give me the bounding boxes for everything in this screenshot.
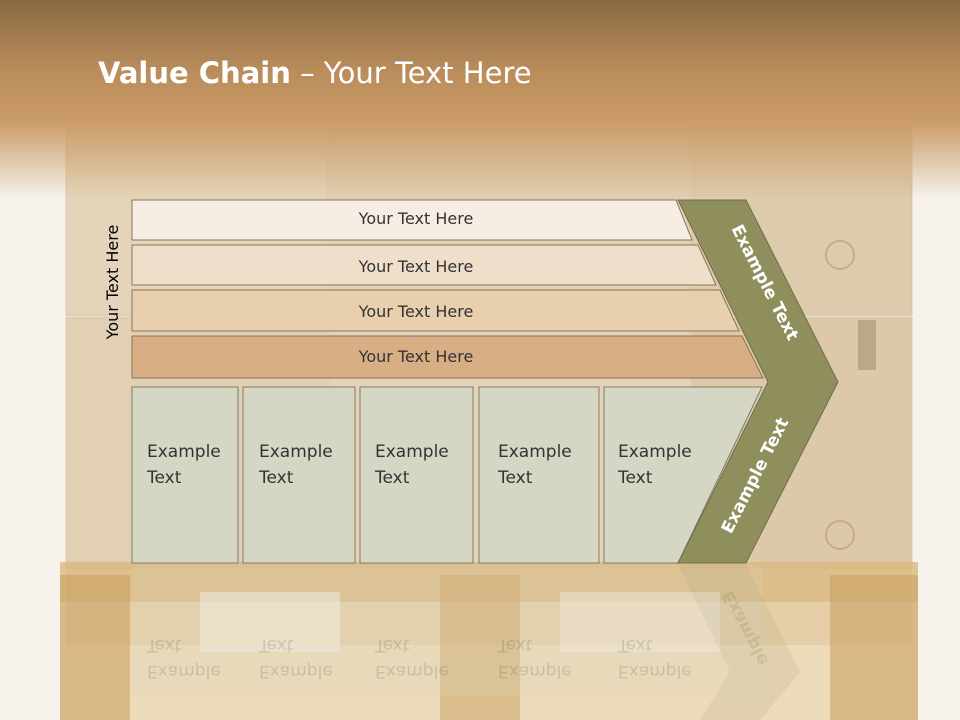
cell-1-line2: Text (147, 468, 182, 488)
cell-reflection-3-line2: Text (375, 635, 410, 655)
side-label: Your Text Here (103, 224, 122, 340)
row-shape-3 (131, 289, 740, 332)
cell-reflection-5-line2: Text (618, 635, 653, 655)
cell-reflection-4-line2: Text (498, 635, 533, 655)
cell-3-line2: Text (375, 468, 410, 488)
chevron-reflection (678, 565, 800, 720)
cell-reflection-2-line1: Example (259, 661, 333, 681)
cell-1-line1: Example (147, 442, 221, 462)
cell-reflection-1-line2: Text (147, 635, 182, 655)
cell-reflection-4-line1: Example (498, 661, 572, 681)
cell-reflection-2: Example Text (259, 632, 333, 684)
cell-4-line1: Example (498, 442, 572, 462)
cells-reflection (132, 565, 762, 695)
row-text-2: Your Text Here (358, 257, 474, 276)
row-shape-2 (131, 244, 717, 286)
slide-title: Value Chain – Your Text Here (98, 56, 532, 90)
cell-5-line1: Example (618, 442, 692, 462)
cell-reflection-5: Example Text (618, 632, 692, 684)
cell-shape-1 (131, 386, 239, 564)
cell-2-line2: Text (259, 468, 294, 488)
title-rest: – Your Text Here (290, 56, 532, 90)
row-text-1: Your Text Here (358, 209, 474, 228)
cell-reflection-5-line1: Example (618, 661, 692, 681)
row-shape-1 (131, 199, 693, 241)
cell-reflection-3: Example Text (375, 632, 449, 684)
cell-shape-3 (359, 386, 474, 564)
cell-reflection-4: Example Text (498, 632, 572, 684)
title-bold: Value Chain (98, 56, 291, 90)
cell-reflection-3-line1: Example (375, 661, 449, 681)
header-band (0, 0, 960, 200)
cell-4-line2: Text (498, 468, 533, 488)
cell-reflection-1-line1: Example (147, 661, 221, 681)
row-shape-4 (131, 335, 764, 379)
cell-5-line2: Text (618, 468, 653, 488)
cell-shape-4 (478, 386, 600, 564)
cell-reflection-2-line2: Text (259, 635, 294, 655)
row-text-3: Your Text Here (358, 302, 474, 321)
row-text-4: Your Text Here (358, 347, 474, 366)
cell-shape-2 (242, 386, 356, 564)
chevron-shape (677, 199, 839, 564)
cell-reflection-1: Example Text (147, 632, 221, 684)
cell-3-line1: Example (375, 442, 449, 462)
cell-2-line1: Example (259, 442, 333, 462)
